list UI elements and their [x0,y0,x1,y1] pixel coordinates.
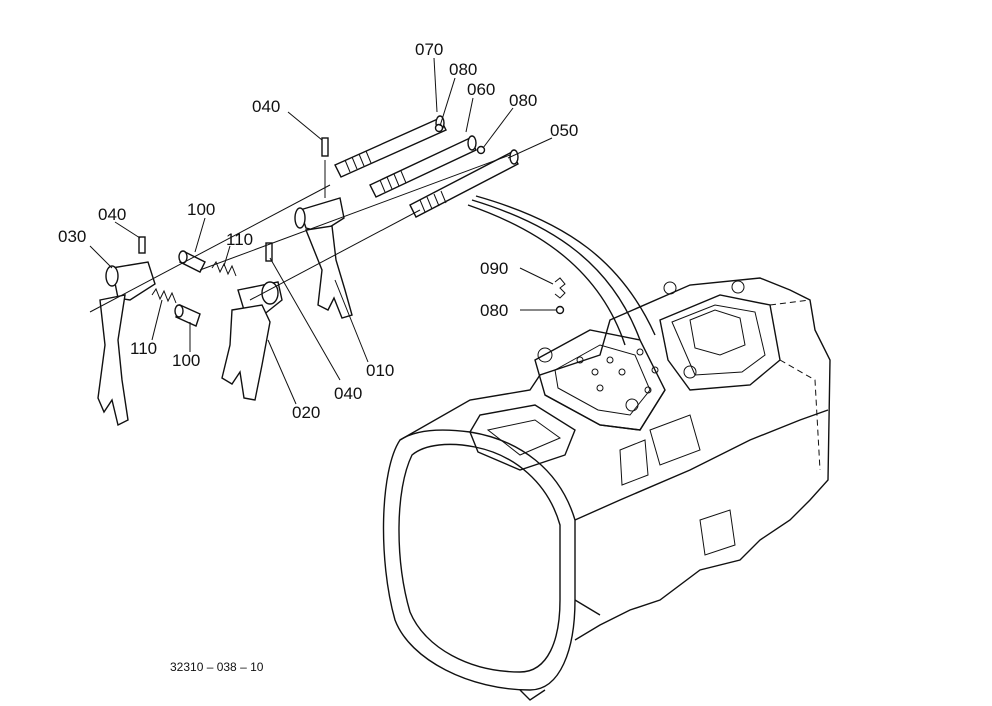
spring-110-upper [211,260,237,277]
label-040-c: 040 [334,384,362,403]
part-labels: 070 080 060 080 050 040 040 030 100 110 … [58,40,578,422]
label-060: 060 [467,80,495,99]
label-090: 090 [480,259,508,278]
transmission-case [382,277,831,701]
label-070: 070 [415,40,443,59]
shift-rod-060 [369,135,477,198]
label-030: 030 [58,227,86,246]
label-080-c: 080 [480,301,508,320]
spring-090 [554,277,566,299]
label-080-a: 080 [449,60,477,79]
shift-fork-030 [97,261,156,427]
label-080-b: 080 [509,91,537,110]
plug-100-upper [178,250,206,273]
pin-040-mid [265,242,273,262]
label-040-b: 040 [98,205,126,224]
label-050: 050 [550,121,578,140]
label-040-a: 040 [252,97,280,116]
label-100-b: 100 [172,351,200,370]
label-010: 010 [366,361,394,380]
assembly-leader-lines [467,195,656,346]
pin-040-left [138,236,146,254]
callout-leaders [89,57,556,405]
alignment-lines [89,154,511,313]
label-110-b: 110 [130,339,157,358]
ball-080-right [476,145,486,155]
label-020: 020 [292,403,320,422]
ball-080-upper [434,123,444,133]
label-100-a: 100 [187,200,215,219]
spring-110-lower [151,287,177,304]
shift-fork-020 [221,281,283,401]
drawing-number: 32310 – 038 – 10 [170,660,264,674]
plug-100-lower [174,304,201,327]
ball-080-lower [555,305,565,315]
pin-040-top [321,137,329,157]
label-110-a: 110 [226,230,253,249]
